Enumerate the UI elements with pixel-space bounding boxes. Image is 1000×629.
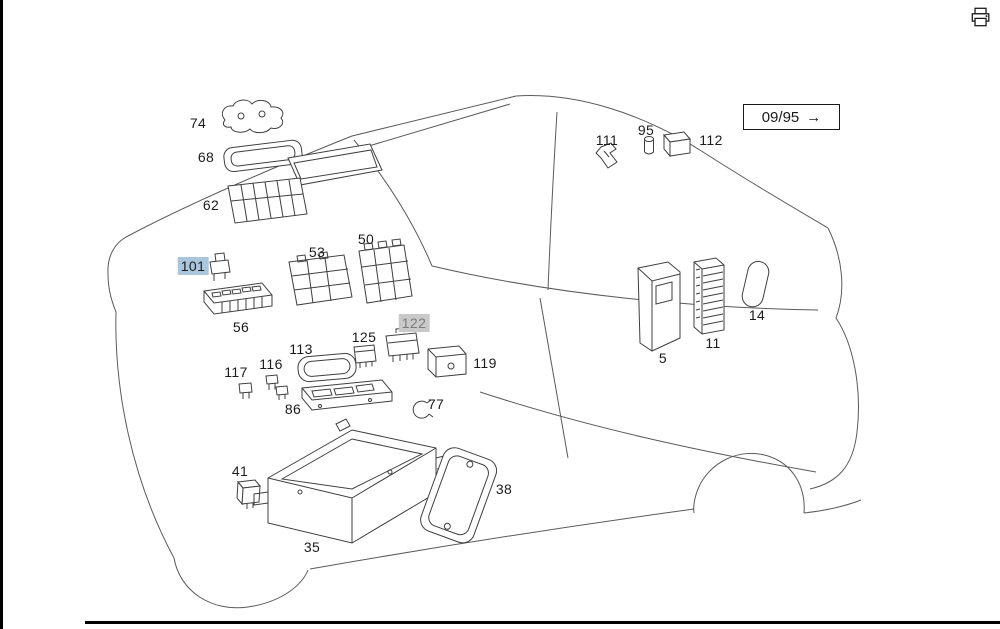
part-label-5[interactable]: 5 — [658, 350, 668, 366]
part-119-box — [427, 345, 467, 378]
date-range-box: 09/95 → — [743, 104, 840, 130]
part-111-bracket — [595, 142, 618, 169]
right-arrow-icon: → — [806, 108, 822, 126]
part-label-112[interactable]: 112 — [699, 132, 723, 148]
part-77-clamp — [412, 399, 434, 419]
part-101-fuse — [209, 252, 231, 281]
part-50-relay-module — [358, 238, 413, 304]
part-113-module — [297, 352, 357, 383]
part-112-relay-box — [663, 131, 691, 158]
part-35-mounting-bracket — [253, 418, 450, 544]
part-86-tray — [301, 379, 393, 411]
part-label-116[interactable]: 116 — [259, 356, 283, 372]
part-label-50[interactable]: 50 — [357, 231, 375, 247]
part-label-56[interactable]: 56 — [232, 319, 250, 335]
part-label-95[interactable]: 95 — [637, 122, 655, 138]
parts-drawings — [203, 99, 770, 544]
part-label-53[interactable]: 53 — [308, 244, 326, 260]
bottom-frame-line — [85, 621, 1000, 624]
part-95-grommet — [644, 136, 654, 155]
part-5-bracket — [637, 261, 681, 352]
part-62-fuse-box — [227, 143, 383, 224]
part-label-74[interactable]: 74 — [189, 115, 207, 131]
date-code: 09/95 — [761, 108, 800, 126]
part-label-77[interactable]: 77 — [427, 396, 445, 412]
part-label-11[interactable]: 11 — [705, 335, 721, 351]
part-label-62[interactable]: 62 — [202, 197, 220, 213]
part-label-101[interactable]: 101 — [177, 257, 209, 275]
part-125-relay — [353, 344, 377, 368]
part-122-relay — [385, 327, 420, 362]
part-53-relay-carrier — [288, 251, 353, 306]
part-label-117[interactable]: 117 — [224, 364, 248, 380]
left-frame-bar — [0, 0, 3, 629]
part-label-122[interactable]: 122 — [398, 314, 430, 332]
part-label-113[interactable]: 113 — [289, 341, 313, 357]
part-74-gasket — [221, 99, 284, 134]
part-label-111[interactable]: 111 — [595, 132, 619, 148]
part-label-68[interactable]: 68 — [197, 149, 215, 165]
part-116-fuses — [265, 374, 289, 400]
part-label-14[interactable]: 14 — [748, 307, 766, 323]
part-38-cover — [420, 447, 498, 544]
print-icon[interactable] — [970, 6, 992, 28]
part-label-86[interactable]: 86 — [284, 401, 302, 417]
car-outline — [107, 95, 862, 609]
part-11-fuse-column — [693, 257, 725, 335]
part-label-41[interactable]: 41 — [231, 463, 249, 479]
part-117-fuse — [238, 382, 253, 399]
part-label-35[interactable]: 35 — [303, 539, 321, 555]
part-41-relay — [236, 479, 261, 509]
part-label-38[interactable]: 38 — [495, 481, 513, 497]
part-56-fuse-strip — [203, 282, 273, 315]
part-label-119[interactable]: 119 — [473, 355, 497, 371]
part-14-pad — [741, 260, 770, 308]
part-68-cover — [223, 139, 303, 173]
part-label-125[interactable]: 125 — [351, 329, 377, 345]
